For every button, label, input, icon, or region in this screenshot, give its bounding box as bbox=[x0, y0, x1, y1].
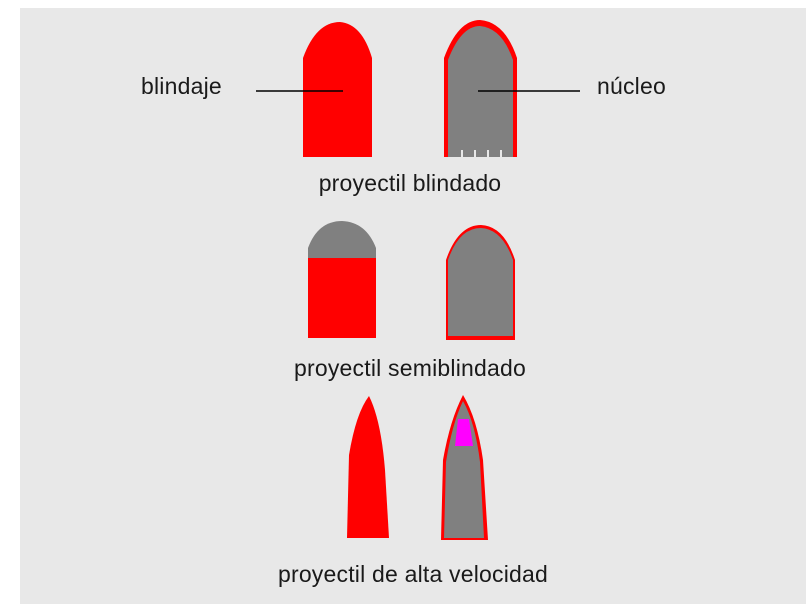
semi-jacketed-cross-section-core bbox=[448, 228, 513, 336]
high-velocity-bullet bbox=[347, 396, 389, 538]
semi-jacketed-core-tip bbox=[308, 221, 376, 258]
core-label: núcleo bbox=[597, 73, 666, 99]
fmj-jacket-bullet bbox=[303, 22, 372, 157]
fmj-core-notches bbox=[461, 150, 502, 157]
caption-jacketed: proyectil blindado bbox=[318, 170, 502, 196]
diagram-background bbox=[20, 8, 806, 604]
high-velocity-cross-section-core bbox=[444, 401, 484, 538]
high-velocity-tip-insert bbox=[455, 419, 473, 446]
semi-jacketed-jacket bbox=[308, 258, 376, 338]
jacket-label: blindaje bbox=[141, 73, 222, 99]
caption-semi-jacketed: proyectil semiblindado bbox=[294, 355, 526, 381]
caption-high-velocity: proyectil de alta velocidad bbox=[277, 561, 549, 587]
